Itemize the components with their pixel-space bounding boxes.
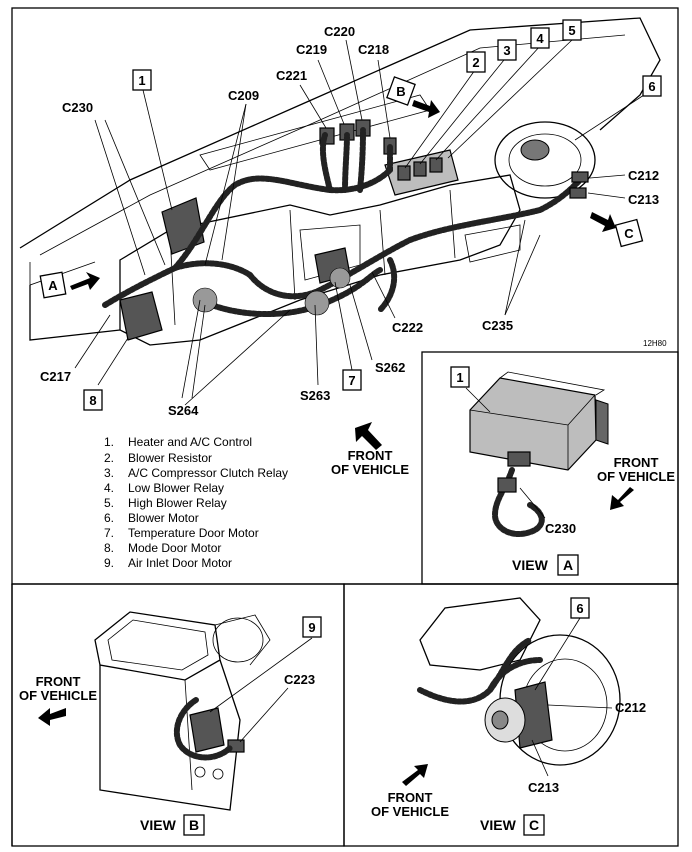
callout-1-box	[132, 69, 152, 91]
legend-num-2: 2.	[104, 451, 114, 465]
legend: 1. Heater and A/C Control 2. Blower Resi…	[104, 435, 288, 570]
label-c212: C212	[628, 168, 659, 183]
legend-num-3: 3.	[104, 466, 114, 480]
legend-text-3: A/C Compressor Clutch Relay	[128, 466, 288, 480]
label-s264: S264	[168, 403, 199, 418]
view-a-title: VIEW	[512, 557, 549, 573]
front-arrow-icon	[355, 422, 382, 450]
view-a-front-arrow-icon	[610, 487, 634, 510]
view-a: 1 C230 FRONT OF VEHICLE VIEW A	[450, 366, 675, 576]
view-arrow-c: C	[624, 226, 634, 241]
legend-text-5: High Blower Relay	[128, 496, 227, 510]
view-b-letter: B	[189, 817, 199, 833]
label-c217: C217	[40, 369, 71, 384]
callout-7: 7	[348, 373, 355, 388]
front-label-line1: FRONT	[348, 448, 393, 463]
label-c220: C220	[324, 24, 355, 39]
legend-text-4: Low Blower Relay	[128, 481, 224, 495]
view-c-front-line2: OF VEHICLE	[371, 804, 449, 819]
view-arrows: A B C	[39, 76, 644, 299]
callout-4: 4	[536, 31, 544, 46]
view-b-front-line1: FRONT	[36, 674, 81, 689]
callout-6: 6	[648, 79, 655, 94]
view-arrow-b: B	[396, 84, 405, 99]
legend-num-6: 6.	[104, 511, 114, 525]
dashboard-illustration	[19, 17, 661, 346]
label-c213: C213	[628, 192, 659, 207]
air-inlet-illustration	[94, 611, 221, 681]
label-c218: C218	[358, 42, 389, 57]
legend-text-1: Heater and A/C Control	[128, 435, 252, 449]
legend-text-7: Temperature Door Motor	[128, 526, 259, 540]
label-c209: C209	[228, 88, 259, 103]
view-a-front-line2: OF VEHICLE	[597, 469, 675, 484]
legend-num-5: 5.	[104, 496, 114, 510]
callout-8: 8	[89, 393, 96, 408]
main-front-indicator: FRONT OF VEHICLE	[331, 422, 409, 477]
label-c230: C230	[62, 100, 93, 115]
label-c221: C221	[276, 68, 307, 83]
view-c-title: VIEW	[480, 817, 517, 833]
view-b-front-arrow-icon	[38, 708, 66, 726]
blower-housing-illustration	[419, 597, 541, 671]
view-b: 9 C223 FRONT OF VEHICLE VIEW B	[19, 611, 322, 836]
legend-text-8: Mode Door Motor	[128, 541, 221, 555]
view-b-label-c223: C223	[284, 672, 315, 687]
view-c-label-c213: C213	[528, 780, 559, 795]
legend-num-7: 7.	[104, 526, 114, 540]
main-leader-lines	[74, 39, 645, 406]
view-c-front-line1: FRONT	[388, 790, 433, 805]
view-arrow-a: A	[48, 278, 58, 293]
view-b-title: VIEW	[140, 817, 177, 833]
callout-5: 5	[568, 23, 575, 38]
diagram-code: 12H80	[643, 339, 667, 348]
label-c222: C222	[392, 320, 423, 335]
label-c219: C219	[296, 42, 327, 57]
label-s263: S263	[300, 388, 330, 403]
callout-3: 3	[503, 43, 510, 58]
view-a-front-line1: FRONT	[614, 455, 659, 470]
callout-1: 1	[138, 73, 145, 88]
view-c-label-c212: C212	[615, 700, 646, 715]
callout-2: 2	[472, 55, 479, 70]
view-c: 6 C212 C213 FRONT OF VEHICLE VIEW C	[371, 597, 646, 836]
view-a-letter: A	[563, 557, 573, 573]
legend-text-9: Air Inlet Door Motor	[128, 556, 232, 570]
view-c-front-arrow-icon	[402, 764, 428, 786]
legend-text-6: Blower Motor	[128, 511, 199, 525]
main-callouts: 1 2 3 4 5 6 7 8	[83, 19, 662, 411]
view-a-label-c230: C230	[545, 521, 576, 536]
legend-num-8: 8.	[104, 541, 114, 555]
view-b-front-line2: OF VEHICLE	[19, 688, 97, 703]
view-a-callout-1: 1	[456, 370, 463, 385]
view-a-frame	[421, 351, 679, 585]
main-connector-labels: C230 C209 C221 C219 C220 C218 C212 C213 …	[40, 24, 667, 418]
legend-num-1: 1.	[104, 435, 114, 449]
label-s262: S262	[375, 360, 405, 375]
label-c235: C235	[482, 318, 513, 333]
legend-text-2: Blower Resistor	[128, 451, 212, 465]
legend-num-9: 9.	[104, 556, 114, 570]
view-c-letter: C	[529, 817, 539, 833]
view-c-callout-6: 6	[576, 601, 583, 616]
front-label-line2: OF VEHICLE	[331, 462, 409, 477]
view-b-callout-9: 9	[308, 620, 315, 635]
control-unit-illustration	[469, 377, 597, 471]
legend-num-4: 4.	[104, 481, 114, 495]
